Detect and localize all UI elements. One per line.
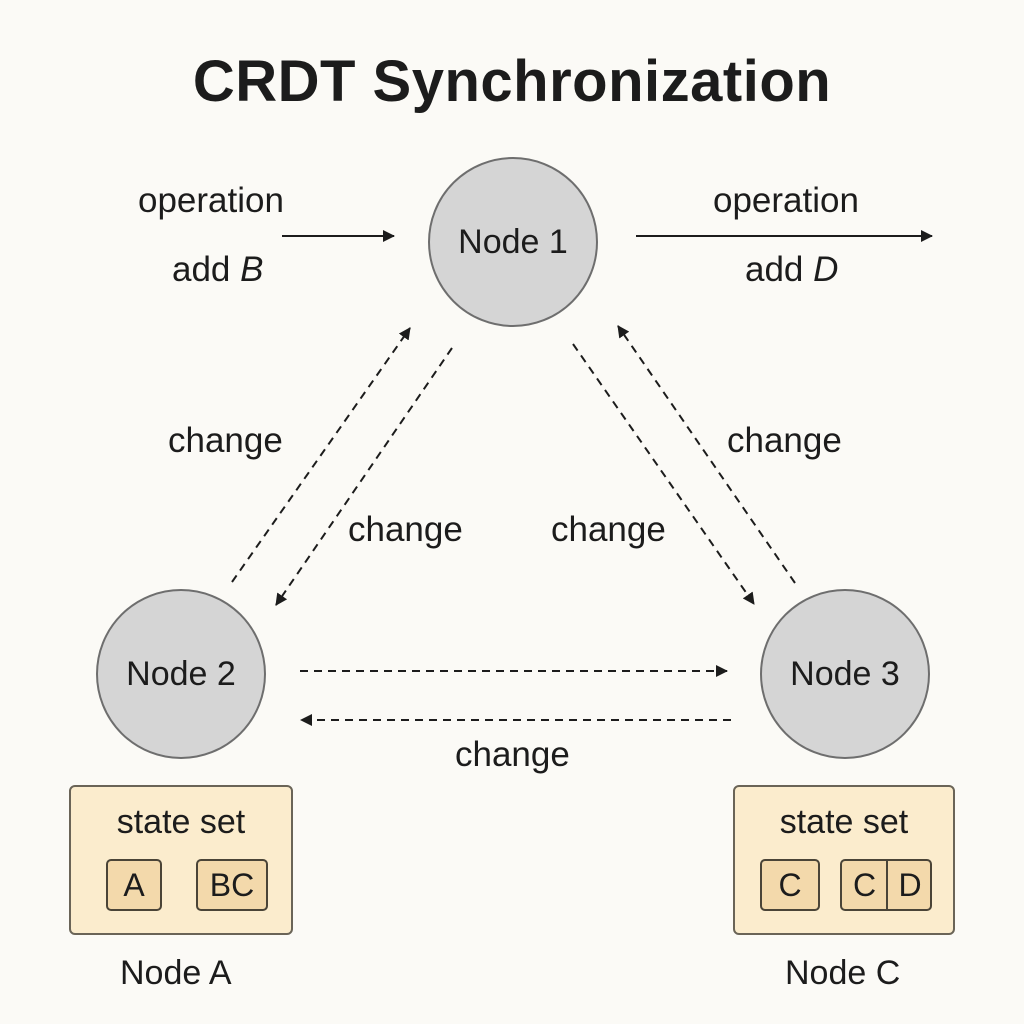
operation-in-detail: add B [172,252,263,287]
operation-in-prefix: add [172,250,241,289]
state-chip-cd-first: C [852,866,877,903]
state-chip-divider [886,861,888,909]
edge-node3-to-node1 [617,325,796,584]
state-set-caption-node-c: Node C [785,954,901,992]
state-set-node-c: state set C C D [733,785,955,935]
edge-label-node3-to-node1: change [727,421,842,460]
state-chip-bc-first: B [209,866,232,903]
state-chip-c: C [760,859,820,911]
state-chip-a: A [106,859,162,911]
edge-node1-to-node3 [572,343,755,605]
state-set-caption-node-a: Node A [120,954,232,992]
operation-in-label: operation [138,181,284,220]
edge-label-node3-to-node2: change [455,735,570,774]
state-chip-cd: C D [840,859,932,911]
operation-out-prefix: add [745,250,814,289]
edge-label-node1-to-node3: change [551,510,666,549]
node-2: Node 2 [96,589,266,759]
operation-out-label: operation [713,181,859,220]
operation-in-variable: B [240,250,264,289]
state-chip-bc-second: C [231,866,255,903]
state-chip-cd-second: D [898,866,922,903]
node-3: Node 3 [760,589,930,759]
edge-label-node1-to-node2: change [348,510,463,549]
state-set-title: state set [116,803,246,841]
operation-out-variable: D [813,250,839,289]
node-1: Node 1 [428,157,598,327]
page-title: CRDT Synchronization [192,49,832,114]
state-set-title: state set [779,803,909,841]
edge-node2-to-node1 [231,327,411,583]
operation-out-detail: add D [745,252,838,287]
edge-node1-to-node2 [275,347,453,606]
edge-label-node2-to-node1: change [168,421,283,460]
